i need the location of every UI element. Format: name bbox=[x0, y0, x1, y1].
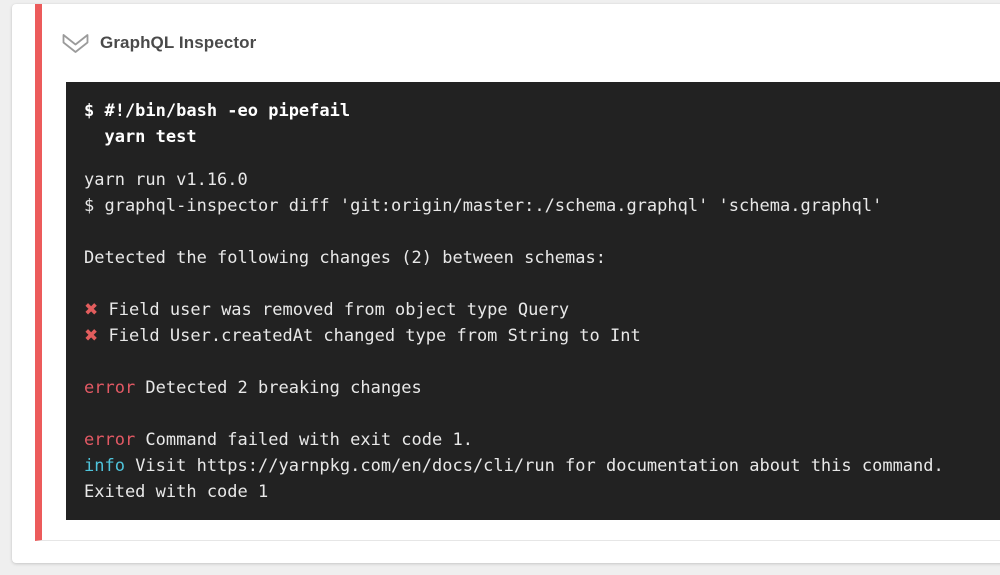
terminal-line bbox=[84, 349, 992, 375]
terminal-output-panel: $ #!/bin/bash -eo pipefail yarn test yar… bbox=[66, 82, 1000, 520]
terminal-line: error Detected 2 breaking changes bbox=[84, 378, 422, 398]
terminal-line: ✖ Field User.createdAt changed type from… bbox=[84, 326, 641, 346]
terminal-line: info Visit https://yarnpkg.com/en/docs/c… bbox=[84, 456, 944, 476]
terminal-line: yarn run v1.16.0 bbox=[84, 170, 248, 190]
terminal-command: $ #!/bin/bash -eo pipefail yarn test bbox=[84, 101, 351, 147]
terminal-line: error Command failed with exit code 1. bbox=[84, 430, 473, 450]
terminal-line bbox=[84, 271, 992, 297]
terminal-line bbox=[84, 219, 992, 245]
terminal-body: yarn run v1.16.0 $ graphql-inspector diff… bbox=[84, 167, 992, 505]
terminal-line: Exited with code 1 bbox=[84, 482, 269, 502]
failed-step-section: GraphQL Inspector $ #!/bin/bash -eo pipe… bbox=[35, 4, 1000, 541]
step-title: GraphQL Inspector bbox=[100, 33, 257, 52]
terminal-line: ✖ Field user was removed from object typ… bbox=[84, 300, 570, 320]
build-step-card: GraphQL Inspector $ #!/bin/bash -eo pipe… bbox=[12, 4, 1000, 563]
terminal-line: $ graphql-inspector diff 'git:origin/mas… bbox=[84, 196, 883, 216]
collapse-double-chevron-down-icon[interactable] bbox=[61, 33, 90, 54]
terminal-line bbox=[84, 401, 992, 427]
terminal-line: Detected the following changes (2) betwe… bbox=[84, 248, 606, 268]
step-header[interactable]: GraphQL Inspector bbox=[42, 4, 1000, 82]
